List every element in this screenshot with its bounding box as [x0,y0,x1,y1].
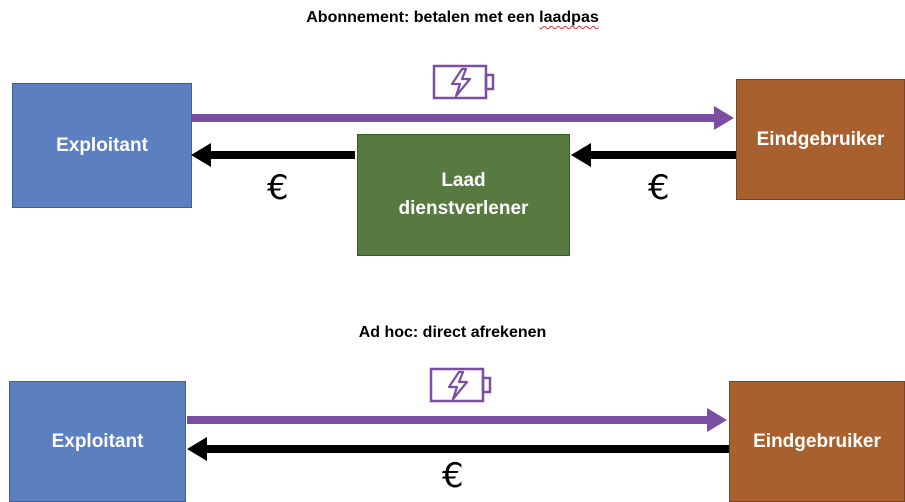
top-laad-label-line1: Laad [441,170,486,191]
battery-charging-icon [429,367,492,403]
top-exploitant-label: Exploitant [56,134,148,156]
top-eindgebruiker-label: Eindgebruiker [756,128,885,150]
battery-charging-icon [432,64,495,100]
bottom-title: Ad hoc: direct afrekenen [358,324,547,341]
bottom-energy-arrow [187,408,727,432]
bottom-eindgebruiker-box: Eindgebruiker [729,381,905,502]
bottom-euro: € [442,456,464,496]
top-title-word: laadpas [539,9,599,26]
bottom-exploitant-box: Exploitant [9,381,186,502]
top-laad-dienstverlener-box: Laad dienstverlener [357,134,570,256]
bottom-money-arrow [187,437,729,461]
top-laad-label-line2: dienstverlener [398,198,529,219]
top-money-arrow-left [191,143,355,167]
bottom-eindgebruiker-label: Eindgebruiker [753,430,881,452]
top-exploitant-box: Exploitant [12,83,192,208]
top-euro-left: € [267,168,289,208]
top-eindgebruiker-box: Eindgebruiker [736,79,905,200]
bottom-exploitant-label: Exploitant [51,430,144,452]
top-euro-right: € [648,168,670,208]
top-money-arrow-right [571,143,736,167]
top-energy-arrow [192,106,734,130]
top-title-prefix: Abonnement: betalen met een [306,9,540,26]
top-title: Abonnement: betalen met een laadpas [0,9,905,27]
